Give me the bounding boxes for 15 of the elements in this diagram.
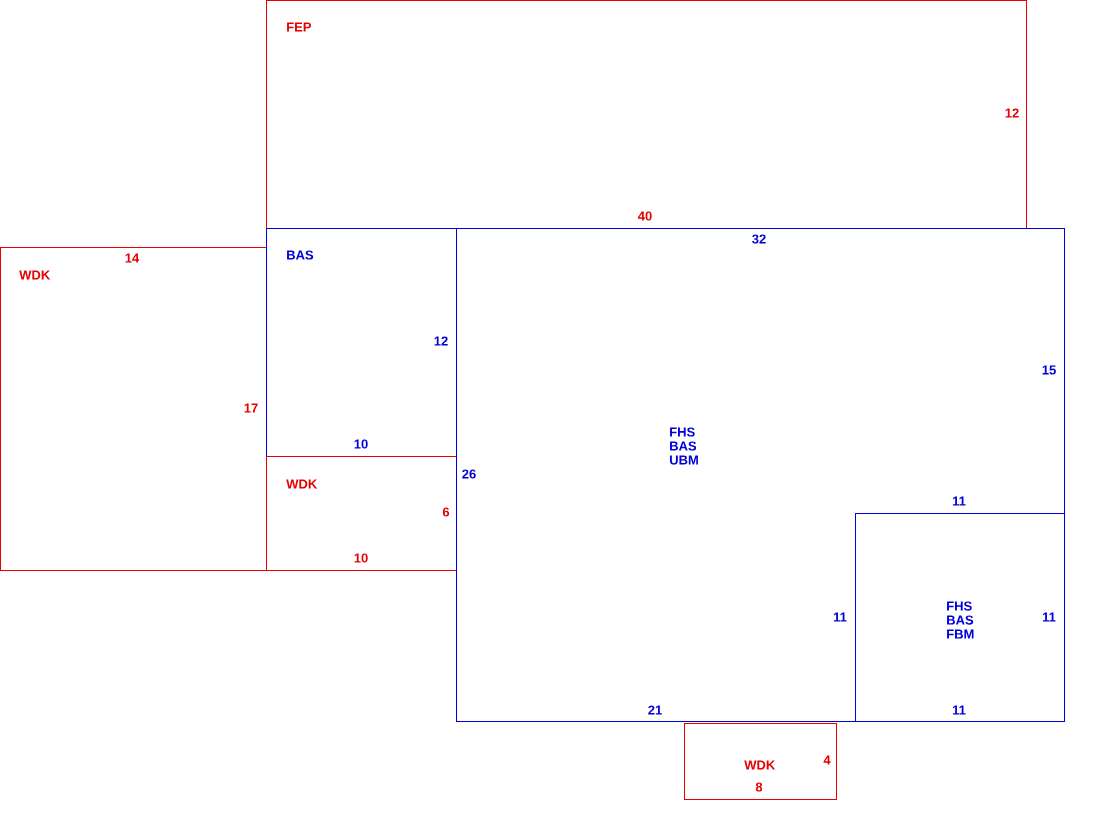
dimension: 8: [755, 782, 763, 792]
dimension: 6: [442, 507, 450, 517]
dimension: 10: [354, 553, 368, 563]
dimension: 4: [823, 755, 831, 765]
dimension: 17: [244, 403, 258, 413]
dimension: 14: [125, 253, 140, 263]
dimension: 12: [1005, 108, 1019, 118]
dimension: 40: [638, 211, 652, 221]
dimension: 26: [462, 469, 476, 479]
dimension: 21: [648, 705, 662, 715]
dimension: 15: [1042, 365, 1056, 375]
dimension: 11: [1042, 612, 1056, 622]
dimension: 11: [952, 705, 966, 715]
dimension: 10: [354, 439, 368, 449]
dimension: 12: [434, 336, 448, 346]
